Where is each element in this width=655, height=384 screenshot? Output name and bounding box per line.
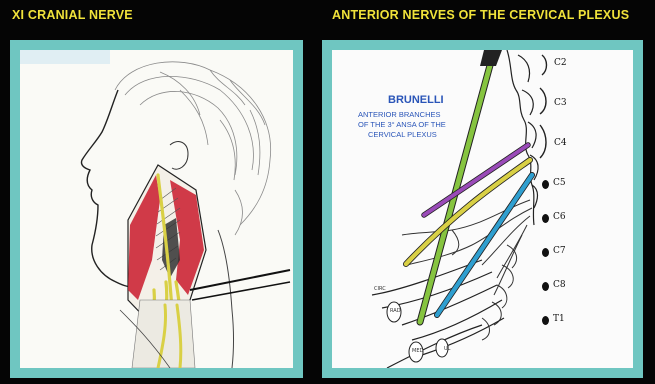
handwritten-label-circ: CIRC	[374, 286, 386, 292]
right-title: ANTERIOR NERVES OF THE CERVICAL PLEXUS	[332, 8, 629, 22]
brunelli-heading: BRUNELLI	[388, 94, 444, 106]
handwritten-label-ul: UL	[444, 346, 450, 352]
cervical-plexus-illustration: BRUNELLI ANTERIOR BRANCHES OF THE 3° ANS…	[332, 50, 633, 368]
caption-line-3: CERVICAL PLEXUS	[368, 130, 437, 140]
vertebra-dot-c6	[542, 214, 549, 223]
vertebra-label-c4: C4	[554, 138, 567, 148]
caption-line-2: OF THE 3° ANSA OF THE	[358, 120, 446, 130]
vertebra-dot-c5	[542, 180, 549, 189]
vertebra-dot-t1	[542, 316, 549, 325]
handwritten-label-rad: RAD	[390, 308, 401, 314]
left-title: XI CRANIAL NERVE	[12, 8, 133, 22]
caption-line-1: ANTERIOR BRANCHES	[358, 110, 441, 120]
vertebra-label-c7: C7	[553, 246, 566, 256]
vertebra-label-c6: C6	[553, 212, 566, 222]
handwritten-label-med: MED	[412, 348, 423, 354]
vertebra-label-t1: T1	[553, 314, 565, 324]
vertebra-label-c3: C3	[554, 98, 567, 108]
right-figure-frame: BRUNELLI ANTERIOR BRANCHES OF THE 3° ANS…	[322, 40, 643, 378]
vertebra-label-c2: C2	[554, 58, 567, 68]
vertebra-dot-c8	[542, 282, 549, 291]
vertebra-dot-c7	[542, 248, 549, 257]
left-figure-frame	[10, 40, 303, 378]
xi-nerve-illustration	[20, 50, 293, 368]
vertebra-label-c8: C8	[553, 280, 566, 290]
vertebra-label-c5: C5	[553, 178, 566, 188]
